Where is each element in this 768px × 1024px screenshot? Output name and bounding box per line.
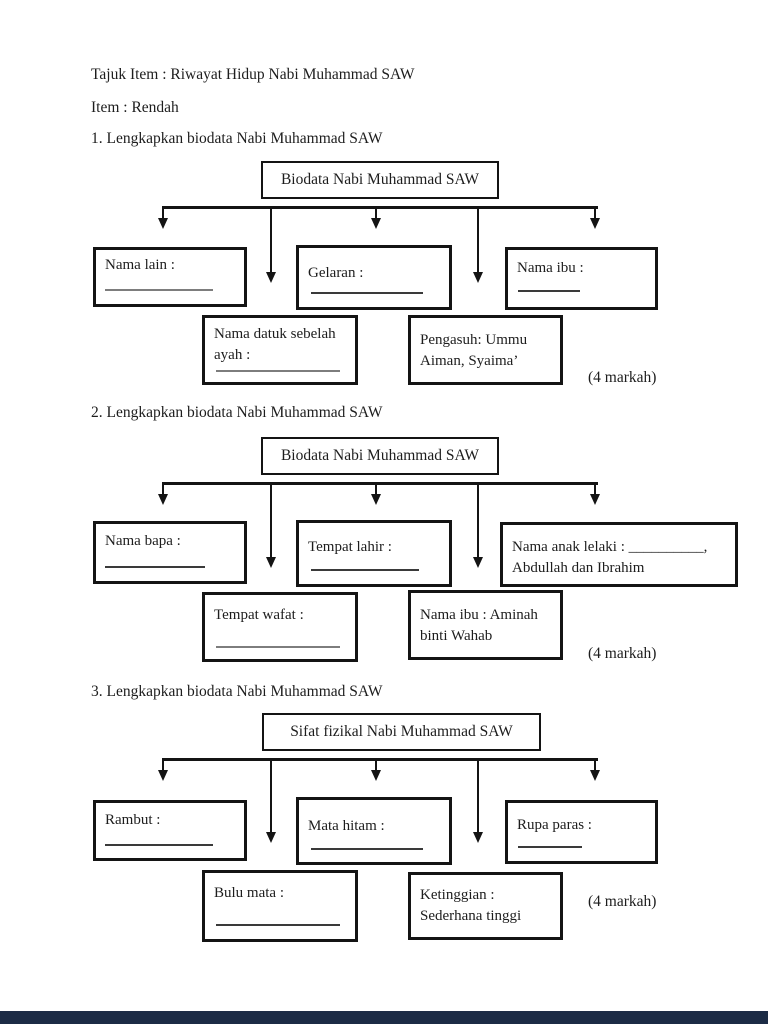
arrow-down-icon — [266, 832, 276, 843]
flow-box-label: Ketinggian : — [420, 887, 495, 903]
arrow-down-icon — [375, 482, 377, 494]
diagram-3-title: Sifat fizikal Nabi Muhammad SAW — [290, 723, 513, 740]
flow-box-tempat-wafat: Tempat wafat : — [202, 592, 358, 662]
arrow-down-icon — [477, 758, 479, 832]
question-1-label: 1. Lengkapkan biodata Nabi Muhammad SAW — [91, 130, 383, 147]
flow-box-gelaran: Gelaran : — [296, 245, 452, 310]
flow-box-label: Nama ibu : Aminah — [420, 607, 538, 623]
arrow-down-icon — [473, 557, 483, 568]
flow-box-label: Bulu mata : — [214, 885, 284, 901]
arrow-down-icon — [594, 758, 596, 770]
flow-box-label: Sederhana tinggi — [420, 907, 522, 924]
flow-box-label: Nama bapa : — [105, 533, 181, 549]
arrow-down-icon — [477, 482, 479, 557]
item-title-line: Tajuk Item : Riwayat Hidup Nabi Muhammad… — [91, 66, 415, 83]
arrow-down-icon — [158, 218, 168, 229]
flow-box-nama-ibu: Nama ibu : — [505, 247, 658, 310]
flow-box-nama-ibu-aminah: Nama ibu : Aminah binti Wahab — [408, 590, 563, 660]
arrow-down-icon — [270, 758, 272, 832]
diagram-2-title: Biodata Nabi Muhammad SAW — [280, 447, 480, 464]
arrow-down-icon — [266, 272, 276, 283]
arrow-down-icon — [371, 218, 381, 229]
answer-blank-line — [311, 569, 419, 571]
diagram-1-connector-line — [162, 206, 598, 209]
arrow-down-icon — [162, 482, 164, 494]
arrow-down-icon — [594, 482, 596, 494]
arrow-down-icon — [371, 494, 381, 505]
marks-label: (4 markah) — [588, 893, 657, 910]
arrow-down-icon — [375, 758, 377, 770]
question-3-label: 3. Lengkapkan biodata Nabi Muhammad SAW — [91, 683, 383, 700]
diagram-1-title-box: Biodata Nabi Muhammad SAW — [261, 161, 499, 199]
diagram-1-title: Biodata Nabi Muhammad SAW — [280, 171, 480, 188]
flow-box-nama-bapa: Nama bapa : — [93, 521, 247, 584]
flow-box-ketinggian: Ketinggian : Sederhana tinggi — [408, 872, 563, 940]
diagram-2-title-box: Biodata Nabi Muhammad SAW — [261, 437, 499, 475]
flow-box-pengasuh: Pengasuh: Ummu Aiman, Syaima’ — [408, 315, 563, 385]
flow-box-rambut: Rambut : — [93, 800, 247, 861]
question-2-label: 2. Lengkapkan biodata Nabi Muhammad SAW — [91, 404, 383, 421]
answer-blank-line — [216, 370, 340, 372]
flow-box-label: Nama anak lelaki : __________, — [512, 539, 708, 555]
answer-blank-line — [518, 290, 580, 292]
flow-box-label: Nama lain : — [105, 257, 175, 273]
diagram-3-connector-line — [162, 758, 598, 761]
arrow-down-icon — [162, 758, 164, 770]
flow-box-label: Tempat wafat : — [214, 607, 304, 623]
answer-blank-line — [216, 924, 340, 926]
flow-box-label: ayah : — [214, 346, 251, 363]
flow-box-label: Nama ibu : — [517, 260, 584, 276]
arrow-down-icon — [477, 206, 479, 272]
answer-blank-line — [518, 846, 582, 848]
flow-box-label: Abdullah dan Ibrahim — [512, 559, 645, 576]
marks-label: (4 markah) — [588, 645, 657, 662]
answer-blank-line — [105, 844, 213, 846]
arrow-down-icon — [590, 218, 600, 229]
arrow-down-icon — [473, 832, 483, 843]
arrow-down-icon — [270, 482, 272, 557]
arrow-down-icon — [158, 494, 168, 505]
arrow-down-icon — [590, 494, 600, 505]
answer-blank-line — [105, 289, 213, 291]
arrow-down-icon — [590, 770, 600, 781]
diagram-3-title-box: Sifat fizikal Nabi Muhammad SAW — [262, 713, 541, 751]
flow-box-nama-lain: Nama lain : — [93, 247, 247, 307]
answer-blank-line — [311, 848, 423, 850]
arrow-down-icon — [158, 770, 168, 781]
flow-box-label: Tempat lahir : — [308, 539, 392, 555]
flow-box-label: Mata hitam : — [308, 818, 385, 834]
arrow-down-icon — [162, 206, 164, 218]
flow-box-nama-datuk: Nama datuk sebelah ayah : — [202, 315, 358, 385]
item-level-line: Item : Rendah — [91, 99, 179, 116]
flow-box-label: binti Wahab — [420, 627, 493, 644]
marks-label: (4 markah) — [588, 369, 657, 386]
flow-box-label: Pengasuh: Ummu — [420, 332, 528, 348]
arrow-down-icon — [594, 206, 596, 218]
arrow-down-icon — [371, 770, 381, 781]
arrow-down-icon — [473, 272, 483, 283]
answer-blank-line — [216, 646, 340, 648]
answer-blank-line — [105, 566, 205, 568]
flow-box-bulu-mata: Bulu mata : — [202, 870, 358, 942]
flow-box-nama-anak-lelaki: Nama anak lelaki : __________, Abdullah … — [500, 522, 738, 587]
arrow-down-icon — [270, 206, 272, 272]
flow-box-mata-hitam: Mata hitam : — [296, 797, 452, 865]
flow-box-tempat-lahir: Tempat lahir : — [296, 520, 452, 587]
flow-box-label: Nama datuk sebelah — [214, 326, 336, 342]
flow-box-label: Gelaran : — [308, 265, 364, 281]
flow-box-label: Rambut : — [105, 812, 161, 828]
arrow-down-icon — [266, 557, 276, 568]
flow-box-rupa-paras: Rupa paras : — [505, 800, 658, 864]
answer-blank-line — [311, 292, 423, 294]
diagram-2-connector-line — [162, 482, 598, 485]
flow-box-label: Rupa paras : — [517, 817, 592, 833]
page-bottom-edge-strip — [0, 1011, 768, 1024]
flow-box-label: Aiman, Syaima’ — [420, 352, 519, 369]
arrow-down-icon — [375, 206, 377, 218]
